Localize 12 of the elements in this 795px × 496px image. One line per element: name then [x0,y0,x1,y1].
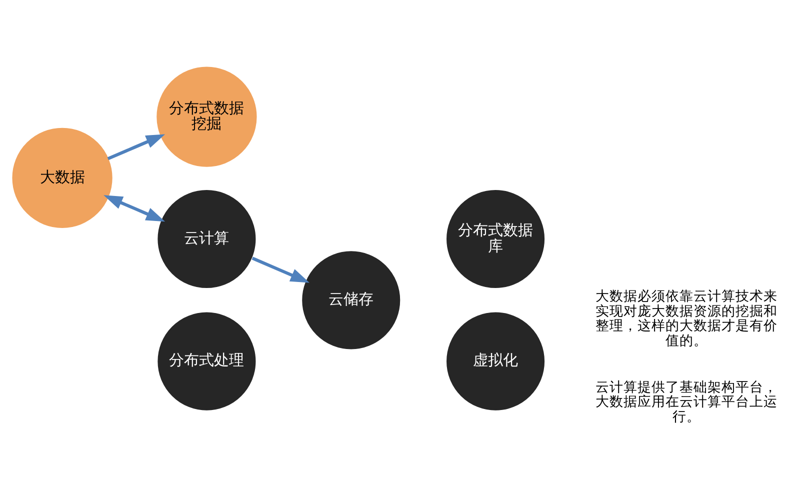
node-circle: 大数据 [12,128,112,228]
arrow [107,134,166,160]
node-circle: 分布式数据挖掘 [156,66,257,167]
label: 云计算提供了基础架构平台，大数据应用在云计算平台上运行。 [595,379,778,425]
label: 大数据必须依靠云计算技术来实现对庞大数据资源的挖掘和整理，这样的大数据才是有价值的。 [595,288,778,349]
arrow [252,256,310,283]
node-circle: 云计算 [156,188,257,290]
node-circle: 分布式处理 [156,311,257,412]
node-circle: 虚拟化 [445,311,546,412]
node-circle: 云储存 [301,250,402,350]
node-circle: 分布式数据库 [445,188,546,290]
arrow [104,195,166,222]
